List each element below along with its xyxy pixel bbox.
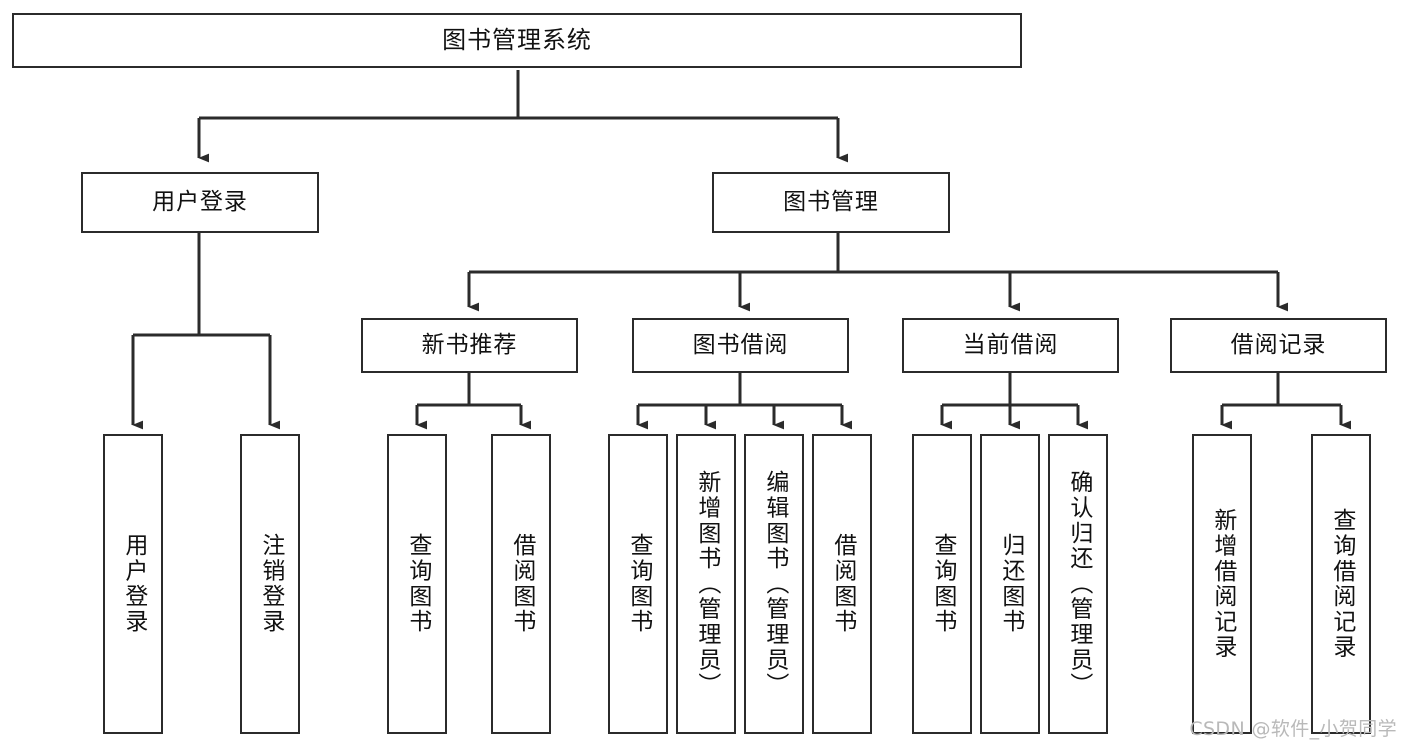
node-leaf-add-book[interactable]: 新增图书（管理员） xyxy=(676,434,736,734)
node-current-borrow-label: 当前借阅 xyxy=(962,331,1059,358)
node-leaf-query-book-2[interactable]: 查询图书 xyxy=(608,434,668,734)
node-leaf-query-borrow-record[interactable]: 查询借阅记录 xyxy=(1311,434,1371,734)
node-leaf-query-book-1[interactable]: 查询图书 xyxy=(387,434,447,734)
node-leaf-return-book-label: 归还图书 xyxy=(997,533,1024,635)
node-leaf-borrow-book-1-label: 借阅图书 xyxy=(508,533,535,635)
node-borrow-record[interactable]: 借阅记录 xyxy=(1170,318,1387,373)
node-leaf-borrow-book-2[interactable]: 借阅图书 xyxy=(812,434,872,734)
node-leaf-confirm-return-label: 确认归还（管理员） xyxy=(1065,470,1092,698)
node-borrow-record-label: 借阅记录 xyxy=(1230,331,1327,358)
node-new-book-recommend-label: 新书推荐 xyxy=(421,331,518,358)
node-leaf-user-login-label: 用户登录 xyxy=(120,533,147,635)
node-user-login[interactable]: 用户登录 xyxy=(81,172,319,233)
node-leaf-logout-login-label: 注销登录 xyxy=(257,533,284,635)
node-book-borrow-label: 图书借阅 xyxy=(692,331,789,358)
node-leaf-edit-book-label: 编辑图书（管理员） xyxy=(761,470,788,698)
node-leaf-edit-book[interactable]: 编辑图书（管理员） xyxy=(744,434,804,734)
node-leaf-confirm-return[interactable]: 确认归还（管理员） xyxy=(1048,434,1108,734)
node-leaf-borrow-book-2-label: 借阅图书 xyxy=(829,533,856,635)
node-leaf-query-book-1-label: 查询图书 xyxy=(404,533,431,635)
node-book-manage-label: 图书管理 xyxy=(783,188,879,215)
node-root-system-label: 图书管理系统 xyxy=(442,26,592,55)
node-leaf-query-borrow-record-label: 查询借阅记录 xyxy=(1328,508,1355,660)
node-leaf-logout-login[interactable]: 注销登录 xyxy=(240,434,300,734)
node-leaf-add-borrow-record-label: 新增借阅记录 xyxy=(1209,508,1236,660)
csdn-watermark: CSDN @软件_小贺同学 xyxy=(1189,718,1397,740)
node-book-manage[interactable]: 图书管理 xyxy=(712,172,950,233)
node-leaf-add-borrow-record[interactable]: 新增借阅记录 xyxy=(1192,434,1252,734)
node-book-borrow[interactable]: 图书借阅 xyxy=(632,318,849,373)
node-current-borrow[interactable]: 当前借阅 xyxy=(902,318,1119,373)
node-leaf-user-login[interactable]: 用户登录 xyxy=(103,434,163,734)
node-new-book-recommend[interactable]: 新书推荐 xyxy=(361,318,578,373)
node-leaf-query-book-3-label: 查询图书 xyxy=(929,533,956,635)
node-leaf-query-book-2-label: 查询图书 xyxy=(625,533,652,635)
node-leaf-borrow-book-1[interactable]: 借阅图书 xyxy=(491,434,551,734)
node-leaf-add-book-label: 新增图书（管理员） xyxy=(693,470,720,698)
node-user-login-label: 用户登录 xyxy=(152,188,248,215)
node-root-system[interactable]: 图书管理系统 xyxy=(12,13,1022,68)
node-leaf-return-book[interactable]: 归还图书 xyxy=(980,434,1040,734)
node-leaf-query-book-3[interactable]: 查询图书 xyxy=(912,434,972,734)
